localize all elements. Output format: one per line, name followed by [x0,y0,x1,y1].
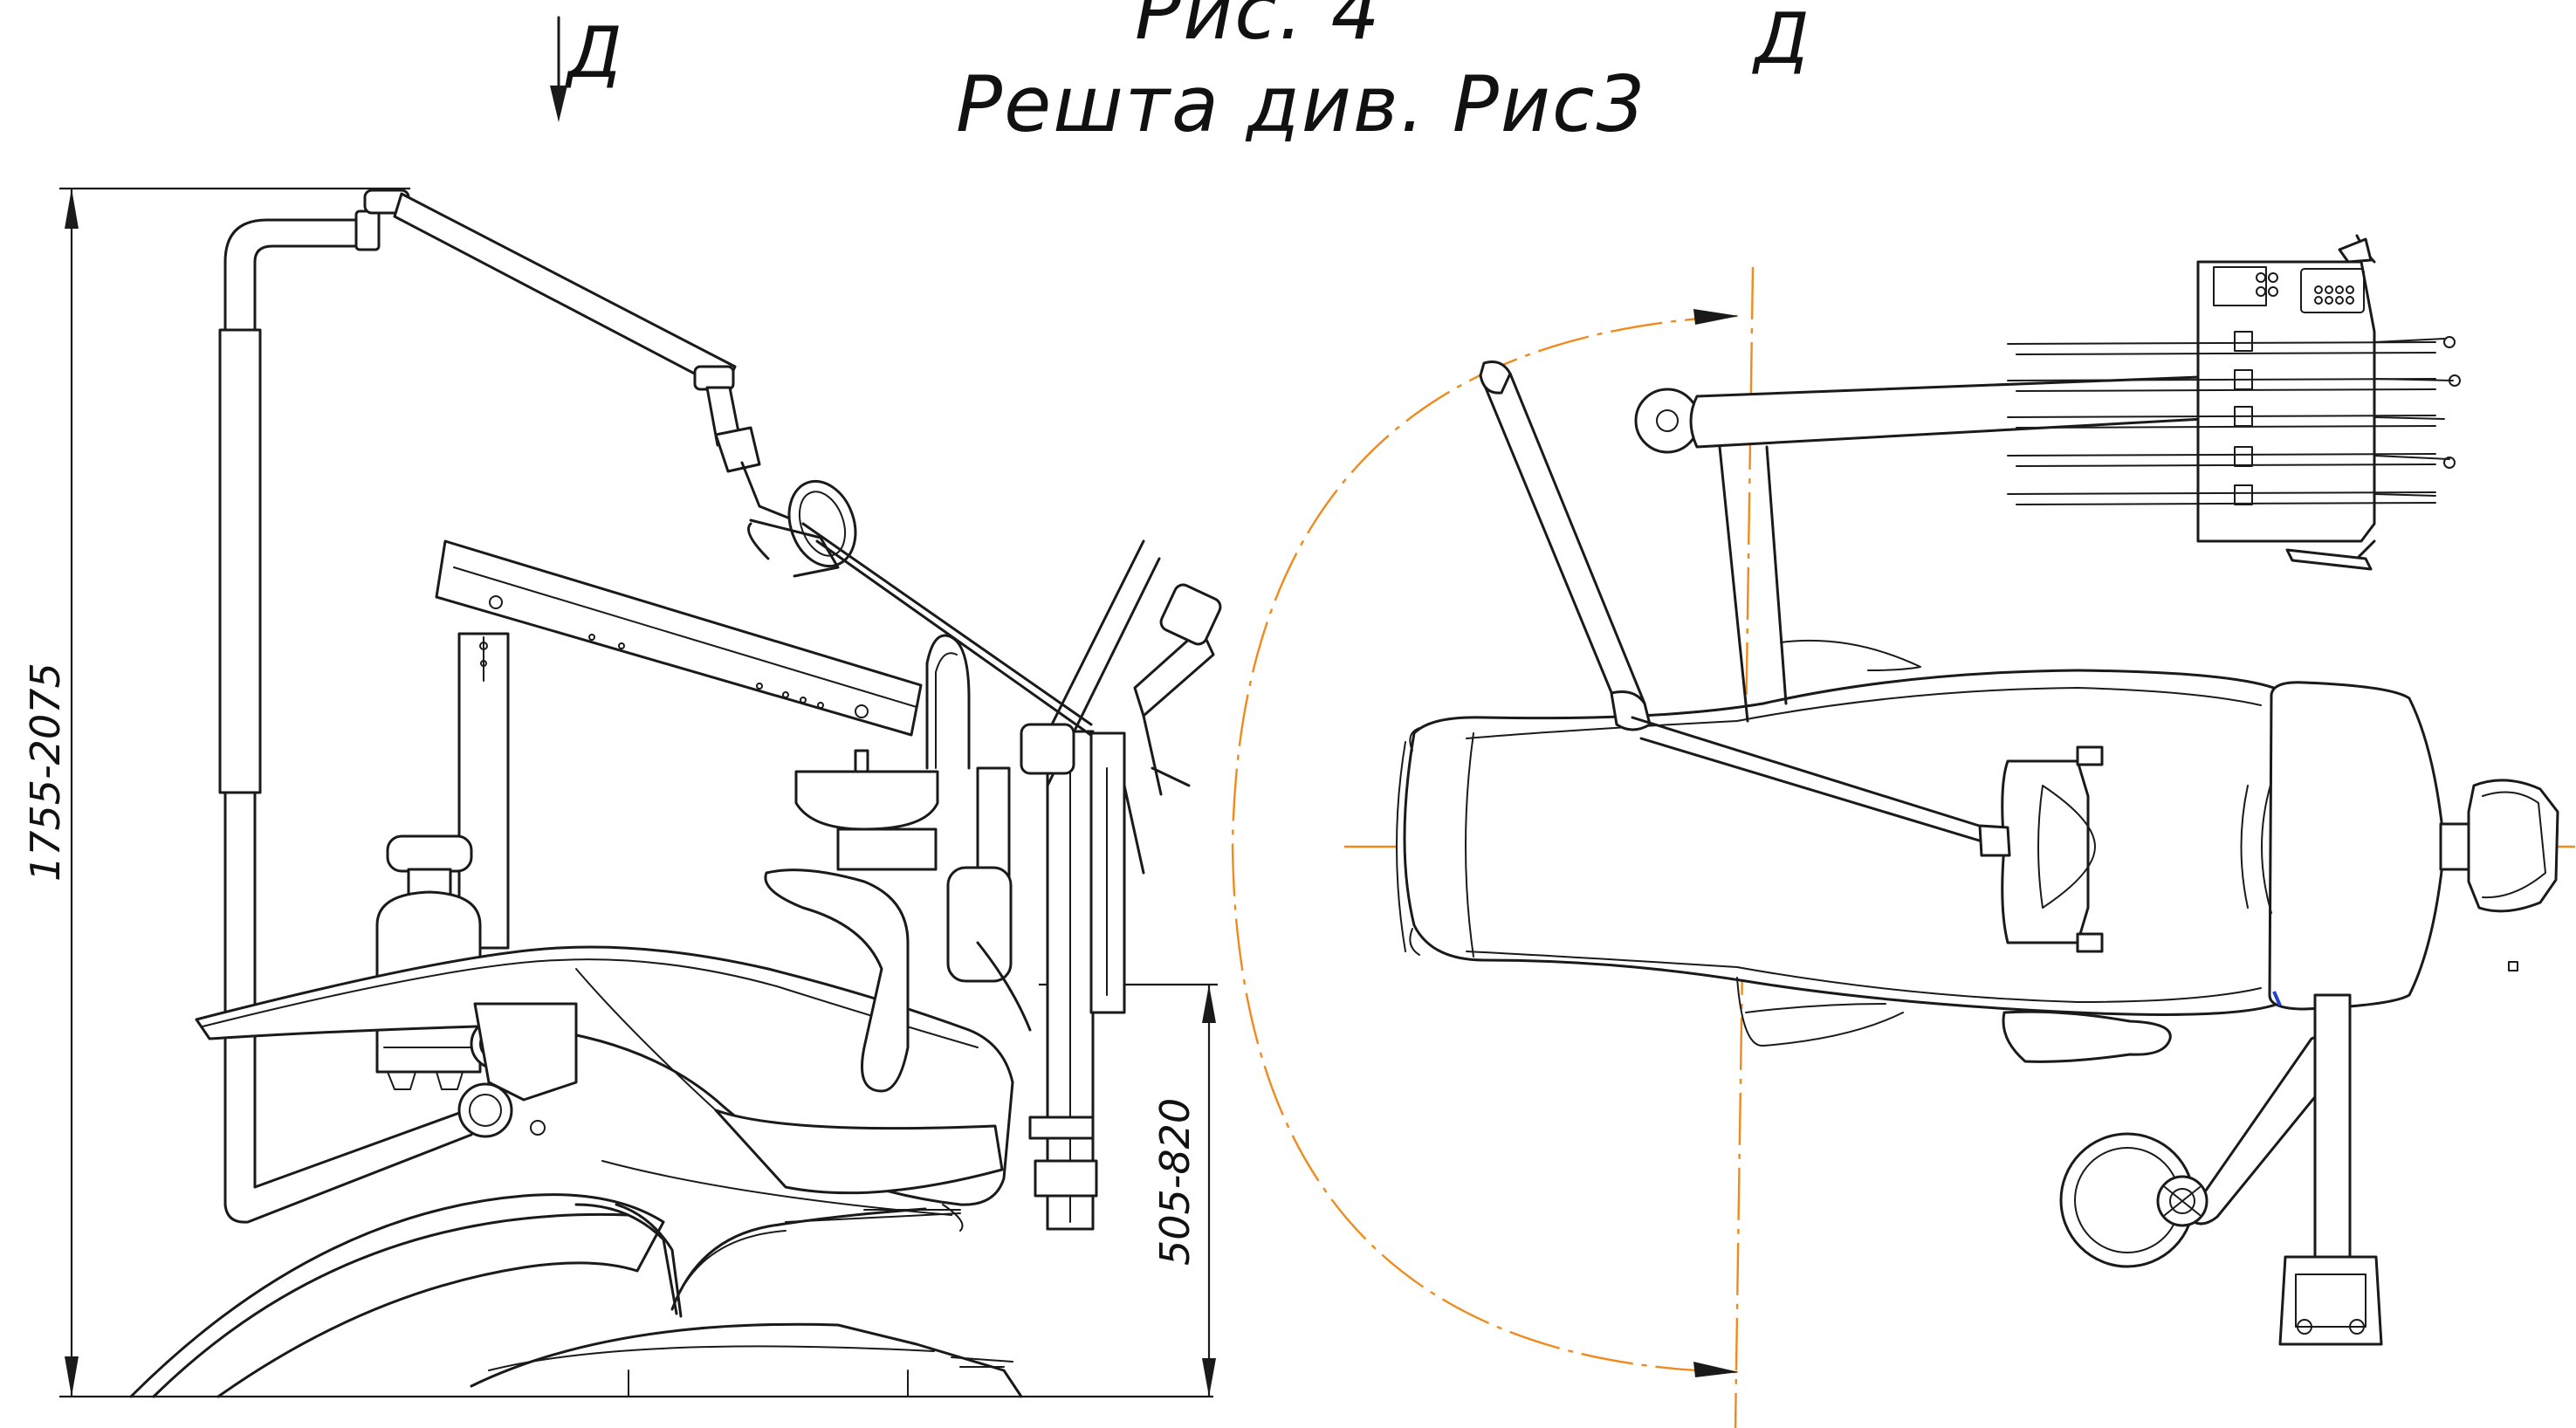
light-pole [218,189,473,1224]
operating-light [747,479,857,578]
view-marker-left-label: Д [565,12,622,93]
side-elevation-view: 1755-2075 505-820 [22,187,1222,1398]
figure-title: Рис. 4 [1135,0,1382,57]
view-marker-left: Д [550,12,622,122]
unit-arm-top [1634,375,2205,723]
cuspidor [794,634,971,871]
dimension-seat-height-label: 505-820 [1151,1098,1199,1266]
dimension-total-height: 1755-2075 [22,187,1213,1398]
monitor-arm [435,539,923,737]
control-buttons [2256,272,2354,305]
chair-seat [195,945,1014,1232]
top-view [1231,234,2575,1428]
figure-subtitle: Решта див. Рис3 [956,59,1646,149]
chair-body-top [1396,639,2280,1047]
chair-column [946,730,1098,1231]
chair-armrest [764,868,910,1093]
chair-headrest [1028,539,1222,796]
chair-backrest-top [2240,681,2446,1011]
swing-arrows [1693,309,1739,1377]
doctor-arm-top [1479,360,2011,857]
monitor-pole [457,632,510,950]
instrument-holders [2007,331,2461,505]
chair-base [129,1193,1023,1398]
light-arm-top [2059,1032,2350,1268]
light-pole-top [2002,993,2383,1346]
light-arm [393,192,805,525]
foot-control [457,1002,578,1138]
doctor-table [2007,234,2461,571]
headrest-top [2439,779,2559,971]
doctor-arm [801,522,1145,1014]
down-arrow-icon [550,16,567,122]
cuspidor-top [2001,745,2104,953]
view-marker-right: Д [1752,0,1810,79]
dimension-total-height-label: 1755-2075 [22,663,69,882]
